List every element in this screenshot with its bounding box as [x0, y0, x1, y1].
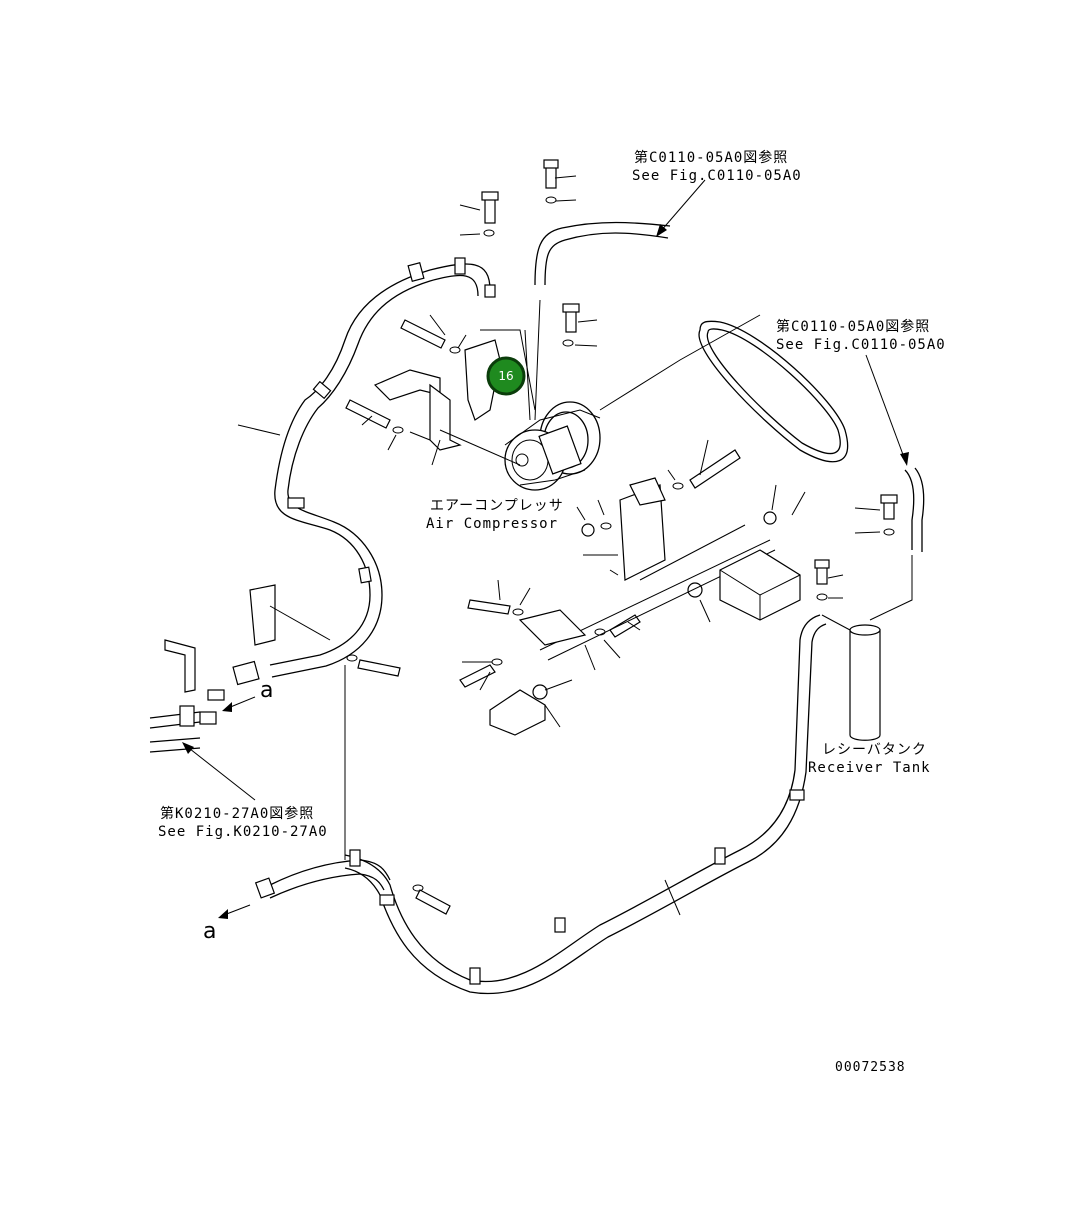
reference-label-belt: 第C0110-05A0図参照 See Fig.C0110-05A0	[776, 318, 946, 353]
bolts-washers	[345, 159, 898, 915]
compressor-brackets	[373, 339, 666, 581]
callout-number: 16	[498, 369, 513, 383]
hose-clamps	[287, 257, 805, 985]
receiver-tank	[821, 555, 913, 741]
compressor-label: エアーコンプレッサ Air Compressor	[426, 498, 564, 532]
upper-hose	[534, 221, 671, 286]
ref-top-jp: 第C0110-05A0図参照	[634, 149, 788, 166]
ref-belt-en: See Fig.C0110-05A0	[776, 337, 946, 353]
left-fittings	[149, 584, 276, 899]
ref-left-en: See Fig.K0210-27A0	[158, 824, 328, 840]
drawing-number: 00072538	[835, 1060, 906, 1075]
idler-block	[489, 549, 801, 736]
receiver-label-jp: レシーバタンク	[822, 742, 927, 758]
lower-long-hose	[344, 614, 827, 995]
reference-label-top: 第C0110-05A0図参照 See Fig.C0110-05A0	[632, 149, 802, 184]
part-callout-16[interactable]: 16	[486, 356, 526, 396]
reference-label-left: 第K0210-27A0図参照 See Fig.K0210-27A0	[158, 805, 328, 840]
arrow-label-a-lower: a	[203, 919, 216, 944]
callout-marker[interactable]	[486, 356, 526, 396]
ref-left-jp: 第K0210-27A0図参照	[160, 805, 314, 822]
arrow-label-a-upper: a	[260, 678, 273, 703]
v-belt	[698, 320, 849, 463]
compressor-label-jp: エアーコンプレッサ	[430, 498, 564, 514]
receiver-label: レシーバタンク Receiver Tank	[808, 742, 931, 776]
leader-lines	[182, 175, 909, 916]
air-compressor	[504, 401, 601, 491]
receiver-label-en: Receiver Tank	[808, 760, 931, 776]
compressor-label-en: Air Compressor	[426, 516, 558, 532]
ref-belt-jp: 第C0110-05A0図参照	[776, 318, 930, 335]
ref-top-en: See Fig.C0110-05A0	[632, 168, 802, 184]
right-receiver-hose	[904, 467, 925, 552]
direction-arrows	[218, 696, 256, 919]
main-left-hose	[269, 263, 491, 678]
